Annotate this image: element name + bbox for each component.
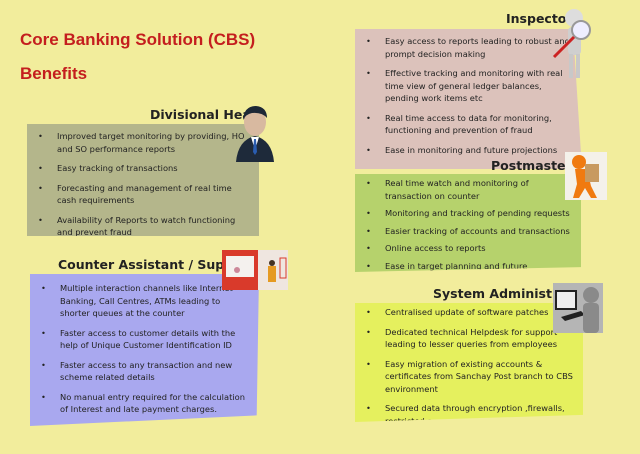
list-item: Faster access to any transaction and new… (38, 359, 249, 384)
list-item: Effective tracking and monitoring with r… (363, 67, 572, 105)
list-item: Dedicated technical Helpdesk for support… (363, 326, 573, 351)
counter-scene-icon (222, 250, 288, 290)
list-item: Improved target monitoring by providing,… (35, 130, 249, 155)
list-item: Easy migration of existing accounts & ce… (363, 358, 573, 396)
list-item: Online access to reports (363, 242, 571, 255)
list-item: Ease in target planning and future proje… (363, 260, 571, 273)
divisional-head-heading: Divisional Head (150, 107, 260, 122)
list-item: Monitoring and tracking of pending reque… (363, 207, 571, 220)
system-admin-panel: Centralised update of software patches D… (355, 303, 583, 422)
computer-user-icon (553, 283, 603, 333)
businessman-icon (236, 106, 274, 162)
list-item: Multiple interaction channels like Inter… (38, 282, 249, 320)
list-item: Real time access to data for monitoring,… (363, 112, 572, 137)
postmaster-panel: Real time watch and monitoring of transa… (355, 174, 581, 272)
inspector-panel: Easy access to reports leading to robust… (355, 29, 582, 169)
page-subtitle: Benefits (20, 64, 88, 83)
list-item: Availability of Reports to watch functio… (35, 214, 249, 237)
list-item: Forecasting and management of real time … (35, 182, 249, 207)
counter-assistant-heading: Counter Assistant / Supervisor (58, 257, 274, 272)
postmaster-heading: Postmaster (491, 158, 572, 173)
counter-assistant-panel: Multiple interaction channels like Inter… (30, 274, 259, 426)
page-title: Core Banking Solution (CBS) (20, 30, 256, 49)
list-item: Centralised update of software patches (363, 306, 573, 319)
list-item: Easy tracking of transactions (35, 162, 249, 175)
inspector-heading: Inspector (506, 11, 573, 26)
list-item: Secured data through encryption ,firewal… (363, 402, 573, 422)
list-item: Easier tracking of accounts and transact… (363, 225, 571, 238)
divisional-head-panel: Improved target monitoring by providing,… (27, 124, 259, 236)
list-item: Real time watch and monitoring of transa… (363, 177, 571, 202)
list-item: Ease in monitoring and future projection… (363, 144, 572, 157)
magnifier-figure-icon (552, 9, 591, 78)
list-item: Faster access to customer details with t… (38, 327, 249, 352)
postman-figure-icon (565, 152, 607, 200)
system-admin-heading: System Administrator (433, 286, 588, 301)
list-item: No manual entry required for the calcula… (38, 391, 249, 416)
list-item: Easy access to reports leading to robust… (363, 35, 572, 60)
